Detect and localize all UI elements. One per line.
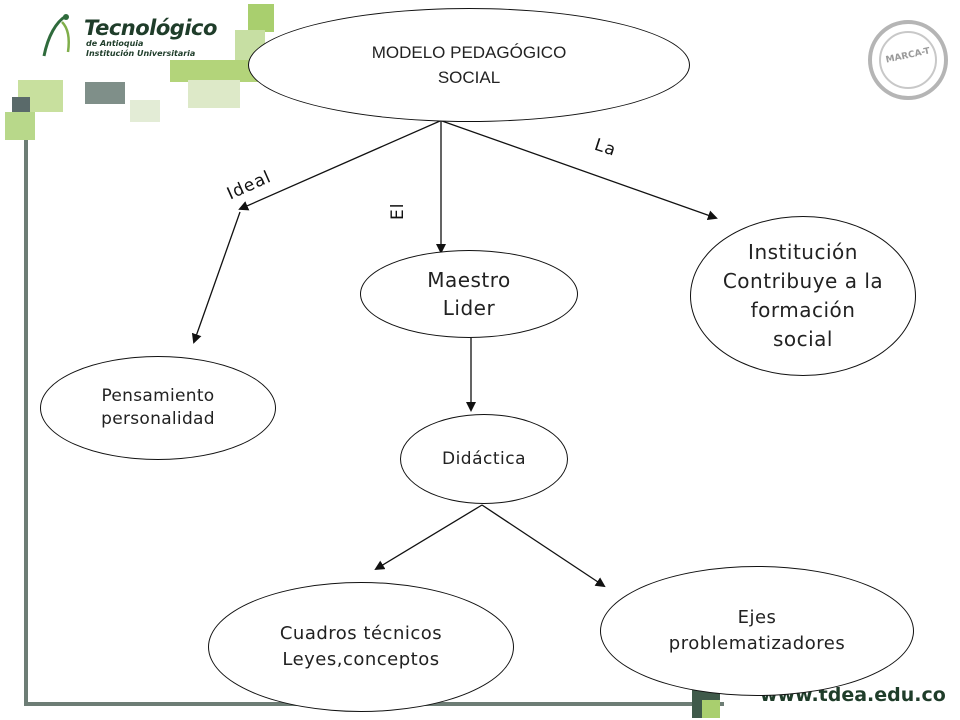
edge-root-ideal (238, 120, 441, 211)
logo-tagline: Institución Universitaria (86, 49, 196, 58)
seal-ring-icon (868, 20, 948, 100)
decor-square (188, 80, 240, 108)
edge-didactica-ejes (481, 504, 606, 588)
edge-ideal-pensamiento (191, 211, 241, 344)
node-root: MODELO PEDAGÓGICO SOCIAL (248, 8, 690, 122)
frame-left-border (24, 140, 28, 704)
node-ejes: Ejes problematizadores (600, 566, 914, 696)
quality-seal: MARCA-T (866, 18, 950, 102)
logo: Tecnológico de Antioquia Institución Uni… (38, 12, 218, 64)
edge-root-institucion (441, 120, 718, 221)
edge-didactica-cuadros (374, 504, 483, 571)
logo-subtitle: de Antioquia (86, 39, 144, 48)
decor-square (130, 100, 160, 122)
logo-emblem-icon (42, 14, 70, 57)
decor-square (5, 112, 35, 140)
decor-square (85, 82, 125, 104)
node-maestro: Maestro Lider (360, 250, 578, 338)
decor-square (12, 97, 30, 113)
logo-title: Tecnológico (84, 16, 217, 40)
decor-square (170, 60, 265, 82)
edge-label-el: El (388, 202, 408, 220)
decor-square (248, 4, 274, 32)
decor-square (702, 700, 720, 718)
node-pensamiento: Pensamiento personalidad (40, 356, 276, 460)
node-institucion: Institución Contribuye a la formación so… (690, 216, 916, 376)
node-cuadros: Cuadros técnicos Leyes,conceptos (208, 582, 514, 712)
node-didactica: Didáctica (400, 414, 568, 504)
